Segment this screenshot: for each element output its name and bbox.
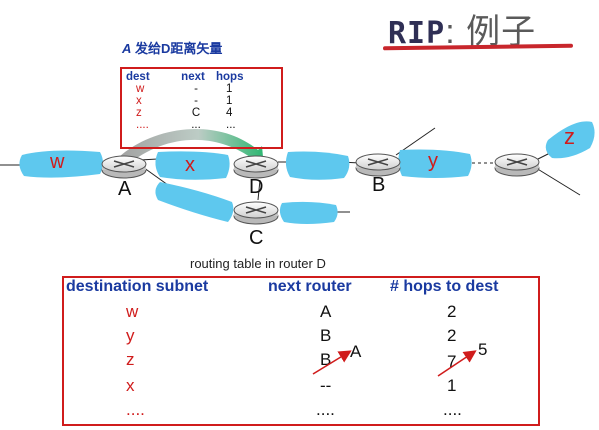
rt-header-dest: destination subnet — [66, 278, 209, 295]
router-z-side — [494, 153, 540, 177]
subnet-label-z: z — [564, 124, 575, 149]
adv-row: z C 4 — [126, 107, 249, 119]
rt-header-next: next router — [268, 278, 352, 295]
advertisement-table: dest next hops w - 1 x - 1 z C 4 .... ..… — [126, 71, 249, 131]
rt-cell-dest: .... — [126, 400, 145, 419]
link-router-down — [535, 167, 581, 196]
router-label-c: C — [249, 227, 264, 249]
adv-cell-next: ... — [191, 119, 201, 131]
rt-cell-hops: .... — [443, 400, 462, 419]
router-a — [101, 155, 147, 179]
advertisement-caption: A 发给D距离矢量 — [122, 38, 222, 57]
rt-cell-hops-new: 5 — [478, 340, 488, 359]
adv-cell-dest: x — [136, 95, 142, 107]
subnet-label-x: x — [185, 154, 195, 176]
rt-cell-next: A — [320, 302, 332, 321]
link-d-c — [257, 179, 261, 201]
next-update-arrow — [312, 350, 352, 375]
adv-cell-hops: 1 — [226, 83, 233, 95]
subnet-z-blob — [545, 121, 595, 159]
router-d — [233, 155, 279, 179]
rt-cell-hops-old: 7 — [447, 352, 457, 371]
router-label-a: A — [118, 178, 132, 200]
rt-cell-dest: z — [126, 350, 135, 369]
adv-row: .... ... ... — [126, 119, 249, 131]
router-b — [355, 153, 401, 177]
router-c — [233, 201, 279, 225]
adv-cell-dest: .... — [136, 119, 149, 131]
subnet-c-right-blob — [279, 201, 338, 224]
rt-cell-hops: 2 — [447, 302, 457, 321]
adv-row: w - 1 — [126, 83, 249, 95]
adv-cell-hops: ... — [226, 119, 236, 131]
rt-header-hops: # hops to dest — [390, 278, 499, 295]
adv-cell-dest: z — [136, 107, 142, 119]
subnet-y-blob — [398, 149, 472, 178]
advertisement-table-box: dest next hops w - 1 x - 1 z C 4 .... ..… — [120, 67, 283, 149]
rt-cell-dest: x — [126, 376, 135, 395]
routing-table: destination subnet next router # hops to… — [62, 276, 540, 426]
adv-cell-next: C — [191, 107, 201, 119]
subnets — [19, 121, 595, 224]
subnet-label-w: w — [50, 151, 65, 173]
rt-cell-next: .... — [316, 400, 335, 419]
adv-cell-hops: 4 — [226, 107, 233, 119]
adv-header-dest: dest — [126, 71, 150, 83]
rt-cell-hops: 1 — [447, 376, 457, 395]
router-label-d: D — [249, 176, 264, 198]
hops-update-arrow — [437, 350, 477, 377]
adv-header-hops: hops — [216, 71, 244, 83]
routing-table-caption: routing table in router D — [190, 256, 326, 271]
subnet-x-blob — [155, 151, 230, 180]
rt-cell-next-new: A — [350, 342, 362, 361]
subnet-w-blob — [19, 150, 103, 178]
update-arrows — [312, 350, 477, 377]
advertisement-arrow — [118, 129, 264, 168]
adv-header-next: next — [181, 71, 205, 83]
adv-cell-hops: 1 — [226, 95, 233, 107]
advertisement-caption-text: 发给D距离矢量 — [135, 41, 223, 56]
router-label-b: B — [372, 174, 386, 196]
rt-cell-next: -- — [320, 376, 332, 395]
adv-cell-next: - — [194, 83, 198, 95]
subnet-label-y: y — [428, 150, 438, 172]
adv-row: x - 1 — [126, 95, 249, 107]
rt-cell-next-old: B — [320, 350, 332, 369]
rt-cell-dest: y — [126, 326, 135, 345]
adv-cell-dest: w — [136, 83, 145, 95]
adv-cell-next: - — [194, 95, 198, 107]
subnet-a-c-blob — [155, 182, 234, 222]
advertisement-sender: A — [122, 41, 132, 56]
rt-cell-hops: 2 — [447, 326, 457, 345]
rt-cell-dest: w — [126, 302, 139, 321]
rt-cell-next: B — [320, 326, 332, 345]
subnet-d-right-blob — [285, 151, 350, 180]
